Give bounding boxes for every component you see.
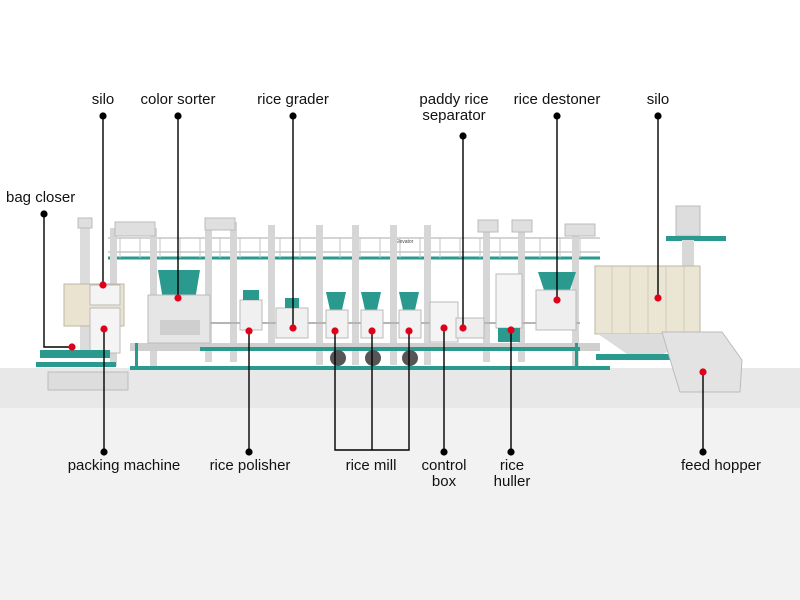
- label-feed-hopper: feed hopper: [680, 457, 762, 474]
- marker-rice-huller: [507, 326, 515, 334]
- marker-control-box: [440, 324, 448, 332]
- label-rice-destoner: rice destoner: [513, 91, 601, 108]
- label-rice-huller: rice huller: [493, 457, 531, 490]
- marker-packing-machine: [100, 325, 108, 333]
- label-rice-polisher: rice polisher: [209, 457, 291, 474]
- floor-band: [0, 368, 800, 408]
- red-markers: [68, 281, 707, 376]
- right-silo-hopper: [594, 205, 743, 393]
- marker-color-sorter: [174, 294, 182, 302]
- marker-bag-closer: [68, 343, 76, 351]
- marker-rice-grader: [289, 324, 297, 332]
- label-silo-left: silo: [91, 91, 115, 108]
- rice-mill-units: [325, 292, 422, 366]
- label-control-box: control box: [421, 457, 467, 490]
- marker-rice-mill-2: [368, 327, 376, 335]
- label-rice-grader: rice grader: [257, 91, 329, 108]
- label-bag-closer: bag closer: [6, 189, 76, 206]
- leader-lines: [43, 116, 704, 452]
- marker-paddy-separator: [459, 324, 467, 332]
- label-silo-right: silo: [646, 91, 670, 108]
- marker-feed-hopper: [699, 368, 707, 376]
- color-sorter-machine: [147, 270, 211, 344]
- marker-silo-right: [654, 294, 662, 302]
- polisher-grader-machines: [239, 290, 309, 339]
- elevator-sign: Elevator: [395, 239, 414, 245]
- label-color-sorter: color sorter: [140, 91, 216, 108]
- marker-rice-destoner: [553, 296, 561, 304]
- leader-bag-closer: [43, 214, 72, 348]
- marker-silo-left: [99, 281, 107, 289]
- marker-rice-mill-1: [331, 327, 339, 335]
- label-paddy-separator: paddy rice separator: [419, 91, 489, 124]
- marker-rice-polisher: [245, 327, 253, 335]
- leader-end-dots: [40, 112, 707, 456]
- marker-rice-mill-3: [405, 327, 413, 335]
- label-rice-mill: rice mill: [345, 457, 397, 474]
- label-packing-machine: packing machine: [67, 457, 181, 474]
- main-deck: [130, 322, 610, 370]
